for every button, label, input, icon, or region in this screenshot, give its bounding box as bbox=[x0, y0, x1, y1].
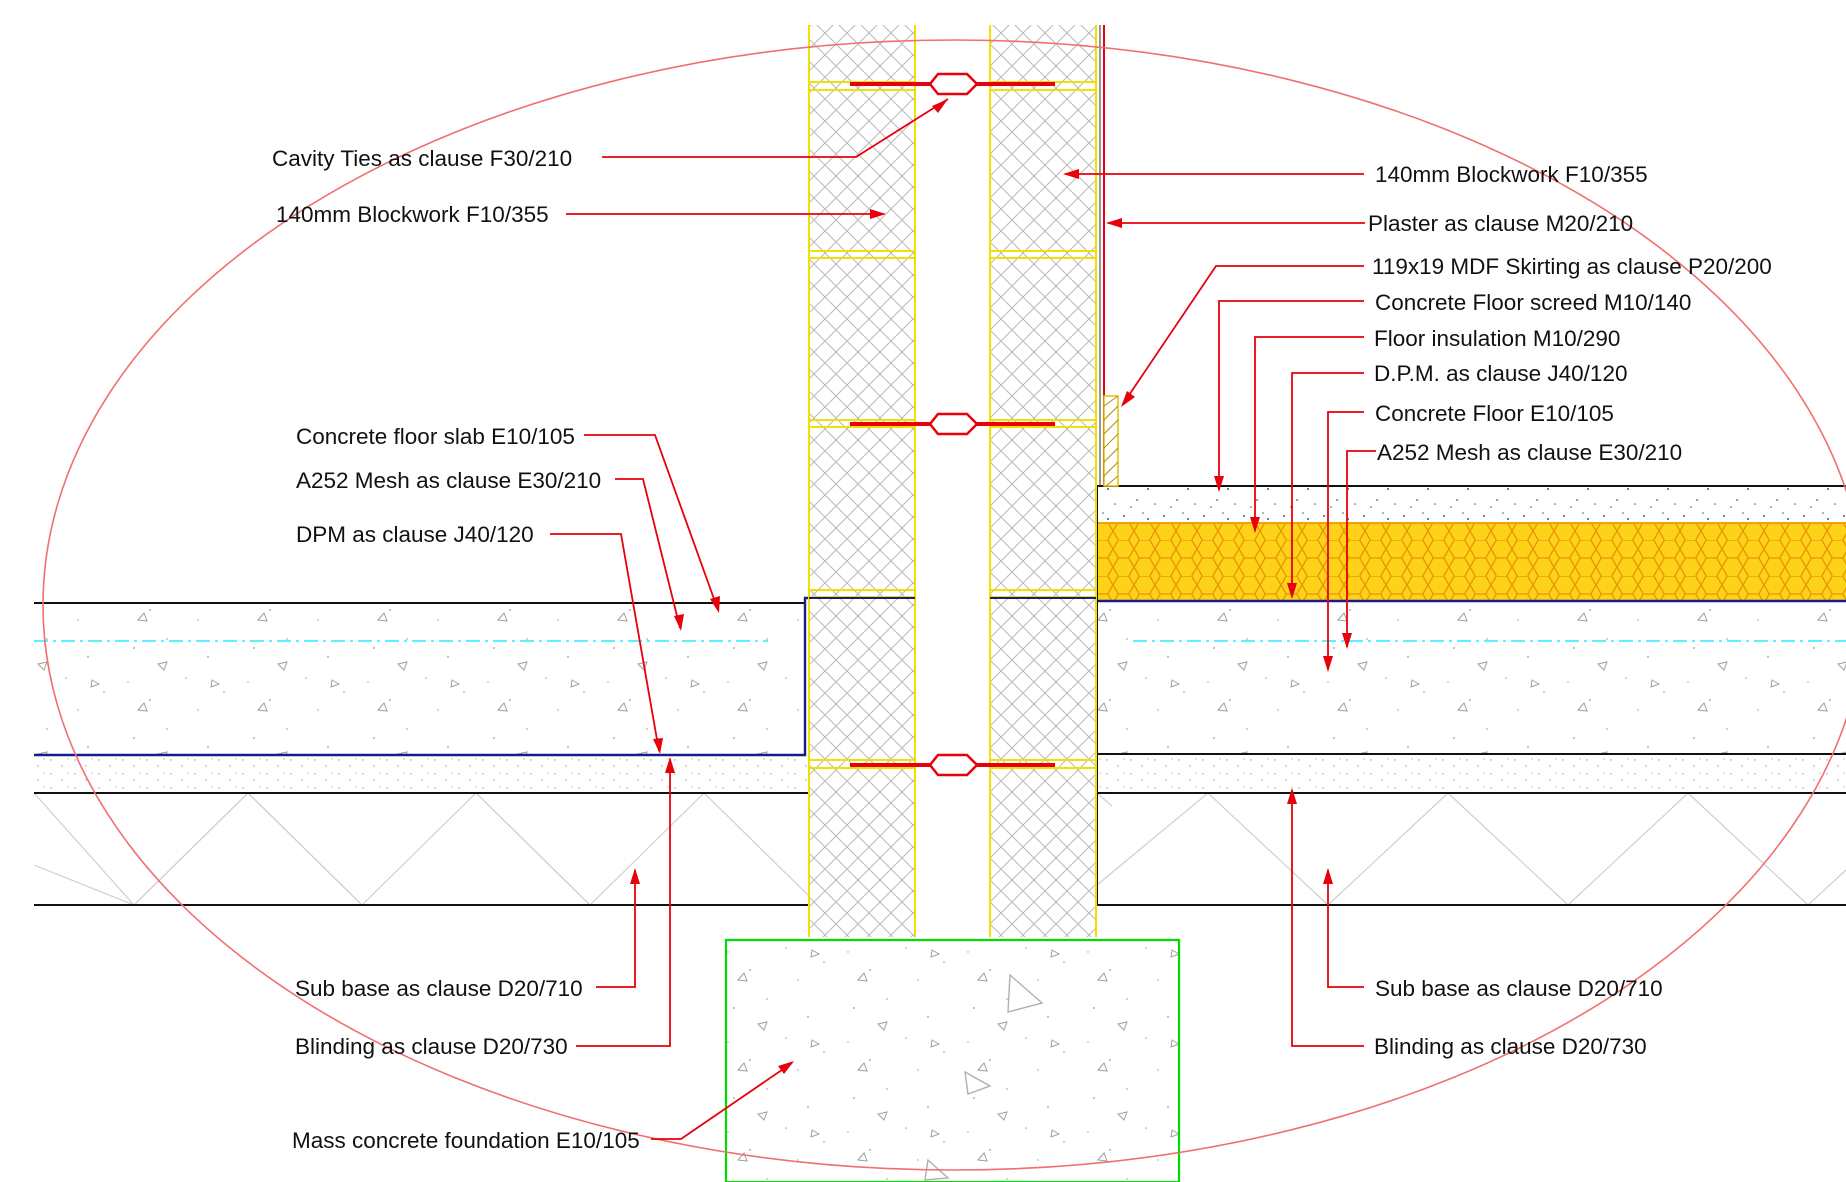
label-subbase-right: Sub base as clause D20/710 bbox=[1375, 976, 1663, 1001]
label-dpm-right: D.P.M. as clause J40/120 bbox=[1374, 361, 1627, 386]
label-plaster: Plaster as clause M20/210 bbox=[1368, 211, 1633, 236]
leader-dpm-right bbox=[1291, 372, 1364, 597]
label-subbase-left: Sub base as clause D20/710 bbox=[295, 976, 583, 1001]
cavity-tie-top bbox=[850, 72, 1055, 96]
label-blinding-right: Blinding as clause D20/730 bbox=[1374, 1034, 1647, 1059]
label-cavity-ties: Cavity Ties as clause F30/210 bbox=[272, 146, 572, 171]
label-slab-left: Concrete floor slab E10/105 bbox=[296, 424, 575, 449]
mdf-skirting bbox=[1103, 395, 1119, 487]
mass-concrete-foundation bbox=[724, 938, 1181, 1182]
leader-floor-insulation bbox=[1254, 336, 1364, 531]
right-concrete-floor bbox=[1097, 604, 1846, 754]
leader-subbase-left bbox=[596, 870, 636, 988]
inner-blockwork-leaf-right bbox=[989, 25, 1097, 937]
leader-floor-screed bbox=[1218, 300, 1364, 490]
leader-arrowheads bbox=[630, 99, 1352, 1074]
leader-concrete-floor bbox=[1327, 411, 1364, 670]
leader-mesh-right bbox=[1346, 450, 1376, 647]
annotation-labels: Cavity Ties as clause F30/210 140mm Bloc… bbox=[272, 146, 1772, 1153]
label-blockwork-left: 140mm Blockwork F10/355 bbox=[276, 202, 549, 227]
label-mesh-right: A252 Mesh as clause E30/210 bbox=[1377, 440, 1682, 465]
label-floor-screed: Concrete Floor screed M10/140 bbox=[1375, 290, 1691, 315]
label-dpm-left: DPM as clause J40/120 bbox=[296, 522, 534, 547]
detail-ellipse bbox=[42, 39, 1846, 1171]
label-skirting: 119x19 MDF Skirting as clause P20/200 bbox=[1372, 254, 1772, 279]
left-concrete-slab bbox=[34, 603, 805, 755]
left-floor-build-up bbox=[33, 596, 810, 906]
leader-slab-left bbox=[584, 434, 719, 611]
label-blinding-left: Blinding as clause D20/730 bbox=[295, 1034, 568, 1059]
leader-foundation bbox=[651, 1062, 793, 1140]
right-floor-build-up bbox=[1096, 485, 1846, 906]
leader-skirting bbox=[1122, 265, 1364, 405]
leader-blinding-right bbox=[1291, 790, 1364, 1047]
label-concrete-floor: Concrete Floor E10/105 bbox=[1375, 401, 1614, 426]
right-subbase-hatch bbox=[1096, 792, 1846, 906]
right-floor-screed bbox=[1097, 486, 1846, 523]
left-blinding-layer bbox=[34, 755, 809, 793]
leader-subbase-right bbox=[1327, 870, 1364, 988]
label-blockwork-right: 140mm Blockwork F10/355 bbox=[1375, 162, 1648, 187]
cavity-tie-bottom bbox=[850, 753, 1055, 777]
label-mesh-left: A252 Mesh as clause E30/210 bbox=[296, 468, 601, 493]
leader-lines bbox=[550, 98, 1376, 1140]
inner-blockwork-leaf-left bbox=[808, 25, 916, 937]
right-blinding-layer bbox=[1097, 754, 1846, 793]
left-dpm-line bbox=[34, 596, 810, 757]
label-floor-insulation: Floor insulation M10/290 bbox=[1374, 326, 1620, 351]
leader-blinding-left bbox=[576, 759, 671, 1047]
label-foundation: Mass concrete foundation E10/105 bbox=[292, 1128, 640, 1153]
leader-mesh-left bbox=[615, 478, 681, 629]
leader-dpm-left bbox=[550, 533, 660, 752]
leader-cavity-ties bbox=[602, 98, 949, 158]
cavity-tie-middle bbox=[850, 412, 1055, 436]
